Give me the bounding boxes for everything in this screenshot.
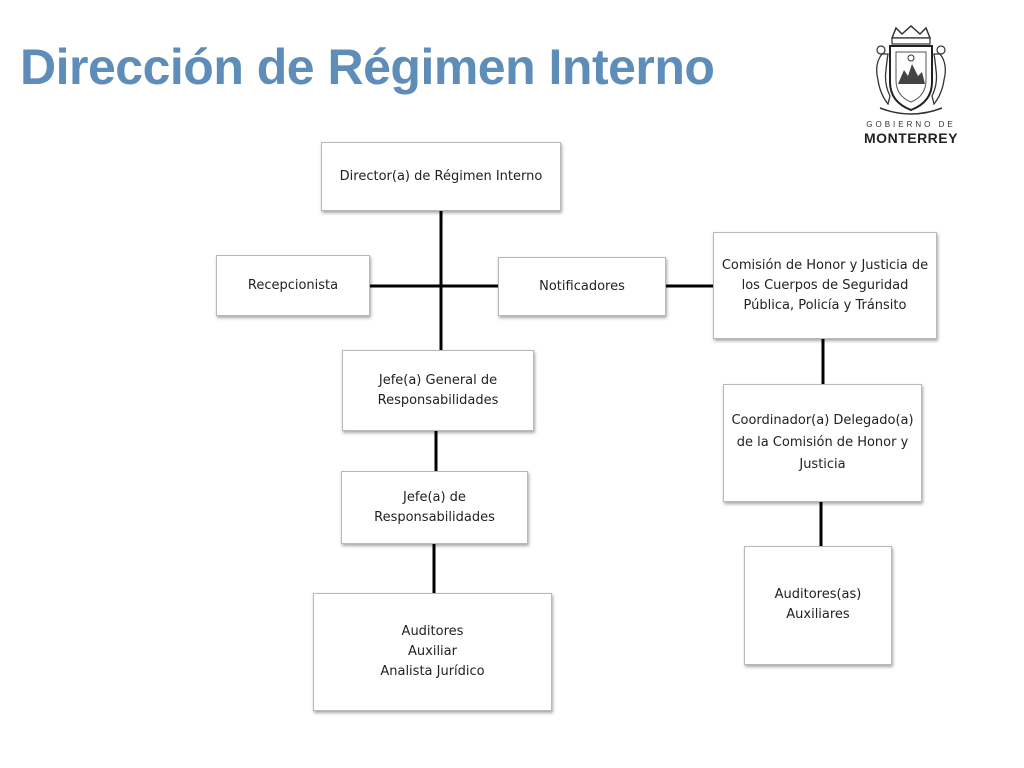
comision-label-line1: Comisión de Honor y Justicia de [721, 257, 929, 273]
notificadores-label: Notificadores [539, 278, 625, 294]
recepcionista-label: Recepcionista [247, 277, 339, 293]
coordinador-label-line3: Justicia [799, 457, 846, 472]
comision-label-line3: Pública, Policía y Tránsito [743, 297, 907, 313]
jefe-general-box: Jefe(a) General de Responsabilidades [342, 350, 534, 431]
page-title: Dirección de Régimen Interno [20, 39, 715, 95]
monterrey-logo: GOBIERNO DE MONTERREY [852, 24, 970, 150]
jefe-box: Jefe(a) de Responsabilidades [341, 471, 528, 544]
auditores-box: Auditores Auxiliar Analista Jurídico [313, 593, 552, 711]
logo-wordmark: MONTERREY [864, 130, 958, 146]
recepcionista-box: Recepcionista [216, 255, 370, 316]
auditores-label-line3: Analista Jurídico [380, 664, 485, 679]
jefe-general-label-line2: Responsabilidades [377, 392, 499, 408]
comision-box: Comisión de Honor y Justicia de los Cuer… [713, 232, 937, 339]
coordinador-box: Coordinador(a) Delegado(a) de la Comisió… [723, 384, 922, 502]
logo-subtitle: GOBIERNO DE [866, 120, 956, 129]
comision-label-line2: los Cuerpos de Seguridad [741, 277, 909, 293]
director-box: Director(a) de Régimen Interno [321, 142, 561, 211]
monterrey-coat-of-arms-icon [876, 24, 946, 115]
coordinador-label-line1: Coordinador(a) Delegado(a) [731, 413, 914, 428]
director-label: Director(a) de Régimen Interno [339, 168, 543, 184]
jefe-general-label-line1: Jefe(a) General de [378, 372, 498, 388]
jefe-label-line2: Responsabilidades [374, 509, 495, 525]
auditores-label-line2: Auxiliar [408, 644, 457, 659]
auditores-aux-box: Auditores(as) Auxiliares [744, 546, 892, 665]
coordinador-label-line2: de la Comisión de Honor y [736, 435, 909, 450]
notificadores-box: Notificadores [498, 257, 666, 316]
auditores-label-line1: Auditores [401, 624, 464, 639]
auditores-aux-label-line2: Auxiliares [786, 607, 850, 622]
jefe-label-line1: Jefe(a) de [403, 489, 466, 505]
auditores-aux-label-line1: Auditores(as) [774, 587, 862, 602]
